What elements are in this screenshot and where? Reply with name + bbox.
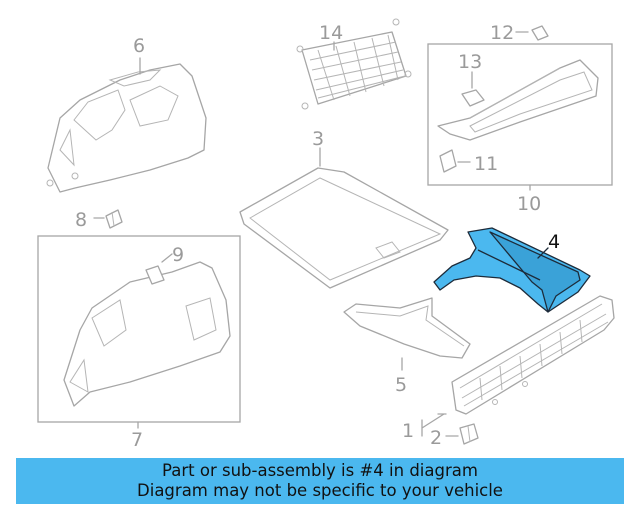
part-13-pad [461, 89, 485, 107]
callout-3: 3 [312, 128, 324, 150]
part-7-side-trim [63, 261, 231, 407]
info-banner: Part or sub-assembly is #4 in diagram Di… [16, 458, 624, 504]
part-11-clip [439, 149, 457, 173]
callout-12: 12 [490, 22, 514, 44]
part-9-clip [145, 265, 165, 285]
callout-11: 11 [474, 153, 498, 175]
callout-10: 10 [517, 193, 541, 215]
part-8-clip [105, 209, 123, 229]
leader-9 [161, 253, 173, 263]
callout-14: 14 [319, 22, 343, 44]
part-12-clip [531, 25, 549, 41]
part-10-package-shelf [437, 59, 599, 141]
callout-1: 1 [402, 420, 414, 442]
callout-5: 5 [395, 374, 407, 396]
callout-2: 2 [430, 427, 442, 449]
callout-9: 9 [172, 244, 184, 266]
leader-1 [421, 413, 447, 437]
callout-7: 7 [131, 429, 143, 451]
part-6-quarter-trim [46, 63, 207, 193]
part-4-floor-board [433, 227, 591, 313]
part-3-floor-mat [239, 167, 449, 289]
frame-part-10 [427, 43, 613, 186]
banner-line-part: Part or sub-assembly is #4 in diagram [162, 461, 478, 480]
part-5-floor-trim [343, 297, 471, 359]
part-1-scuff-plate [451, 295, 615, 415]
frame-part-7 [37, 235, 241, 423]
callout-6: 6 [133, 35, 145, 57]
callout-4: 4 [548, 231, 560, 253]
banner-line-disclaimer: Diagram may not be specific to your vehi… [137, 481, 503, 500]
part-2-clip [459, 423, 479, 445]
callout-8: 8 [75, 209, 87, 231]
callout-13: 13 [458, 51, 482, 73]
leader-4 [537, 247, 549, 259]
part-14-cargo-net [296, 18, 412, 110]
